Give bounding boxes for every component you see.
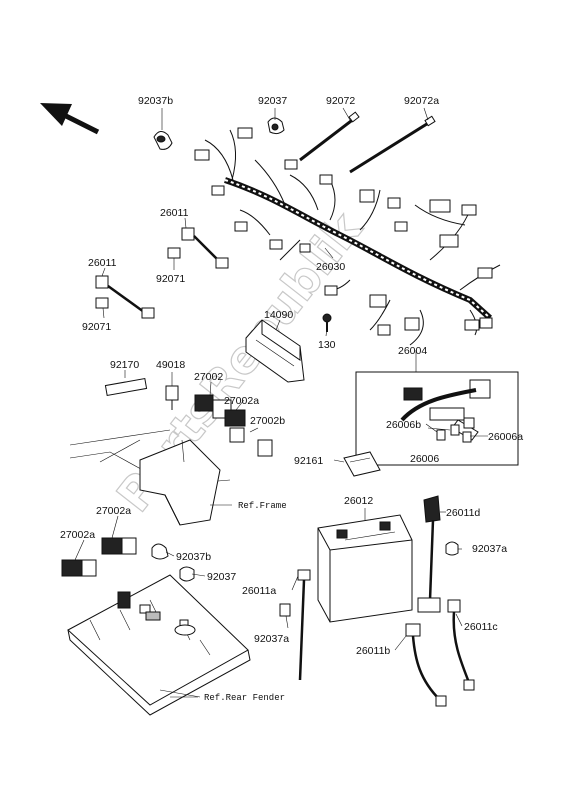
clamp-92037a-lower-drawing — [279, 603, 291, 617]
part-labels: 92037b 92037 92072 92072a 26011 92071 26… — [60, 95, 523, 657]
bracket-92170-drawing — [104, 378, 148, 396]
sub-harness-26004-box — [355, 371, 519, 466]
lead-26011-lower-drawing — [95, 275, 155, 319]
part-label: 26011b — [356, 645, 390, 657]
part-label: 92037a — [254, 633, 289, 645]
part-label: 26011 — [160, 207, 189, 219]
part-label: 92071 — [82, 321, 111, 333]
rear-fender-ref-label: Ref.Rear Fender — [204, 693, 285, 703]
clamp-92037-lower-drawing — [179, 566, 195, 582]
part-label: 130 — [318, 339, 336, 351]
part-label: 27002a — [96, 505, 131, 517]
cable-tie-92072a-drawing — [349, 115, 436, 174]
relay-49018-drawing — [165, 385, 179, 410]
part-label: 26030 — [316, 261, 345, 273]
part-label: 27002a — [224, 395, 259, 407]
part-label: 92037b — [176, 551, 211, 563]
part-label: 49018 — [156, 359, 185, 371]
part-label: 92161 — [294, 455, 323, 467]
part-label: 26006 — [410, 453, 439, 465]
lead-26011c-drawing — [447, 599, 475, 691]
part-label: 26006b — [386, 419, 421, 431]
part-label: 26004 — [398, 345, 427, 357]
part-label: 92071 — [156, 273, 185, 285]
part-label: 27002 — [194, 371, 223, 383]
part-label: 92170 — [110, 359, 139, 371]
relay-27002b-drawing — [229, 427, 273, 457]
rear-fender-reference-drawing — [67, 574, 251, 716]
bolt-92071-lower-drawing — [95, 297, 109, 309]
main-wiring-harness-drawing — [194, 127, 501, 346]
bolt-92071-upper-drawing — [167, 247, 181, 259]
part-label: 27002a — [60, 529, 95, 541]
relay-27002a-left-drawing — [61, 559, 97, 577]
part-label: 26011d — [446, 507, 480, 519]
part-label: 92072a — [404, 95, 439, 107]
clamp-92037b-drawing — [153, 131, 173, 150]
lead-26011-upper-drawing — [181, 227, 229, 269]
part-label: 26011c — [464, 621, 498, 633]
front-direction-arrow-icon — [40, 103, 100, 135]
ecu-cover-14090-drawing — [245, 319, 305, 383]
clamp-92037b-lower-drawing — [151, 543, 169, 560]
cable-tie-92072-drawing — [299, 111, 360, 162]
part-label: 92037a — [472, 543, 507, 555]
part-label: 26011 — [88, 257, 117, 269]
leader-lines — [74, 107, 488, 698]
relay-27002a-drawing — [224, 409, 246, 427]
frame-reference-drawing — [69, 429, 232, 526]
battery-26012-drawing — [317, 514, 413, 623]
relay-27002a-tray-drawing — [101, 537, 137, 555]
part-label: 92037 — [258, 95, 287, 107]
part-label: 92037b — [138, 95, 173, 107]
battery-cable-26011d-drawing — [417, 495, 441, 613]
part-label: 92072 — [326, 95, 355, 107]
part-label: 14090 — [264, 309, 293, 321]
relay-27002-drawing — [194, 394, 232, 419]
lead-26011b-drawing — [405, 623, 447, 707]
battery-cable-26011a-drawing — [297, 569, 311, 681]
part-label: 92037 — [207, 571, 236, 583]
frame-ref-label: Ref.Frame — [238, 501, 287, 511]
part-label: 26012 — [344, 495, 373, 507]
clamp-92037a-right-drawing — [445, 541, 459, 556]
part-label: 26006a — [488, 431, 523, 443]
fuse-box-92161-drawing — [343, 451, 381, 477]
part-label: 27002b — [250, 415, 285, 427]
clamp-92037-drawing — [267, 117, 285, 135]
part-label: 26011a — [242, 585, 276, 597]
